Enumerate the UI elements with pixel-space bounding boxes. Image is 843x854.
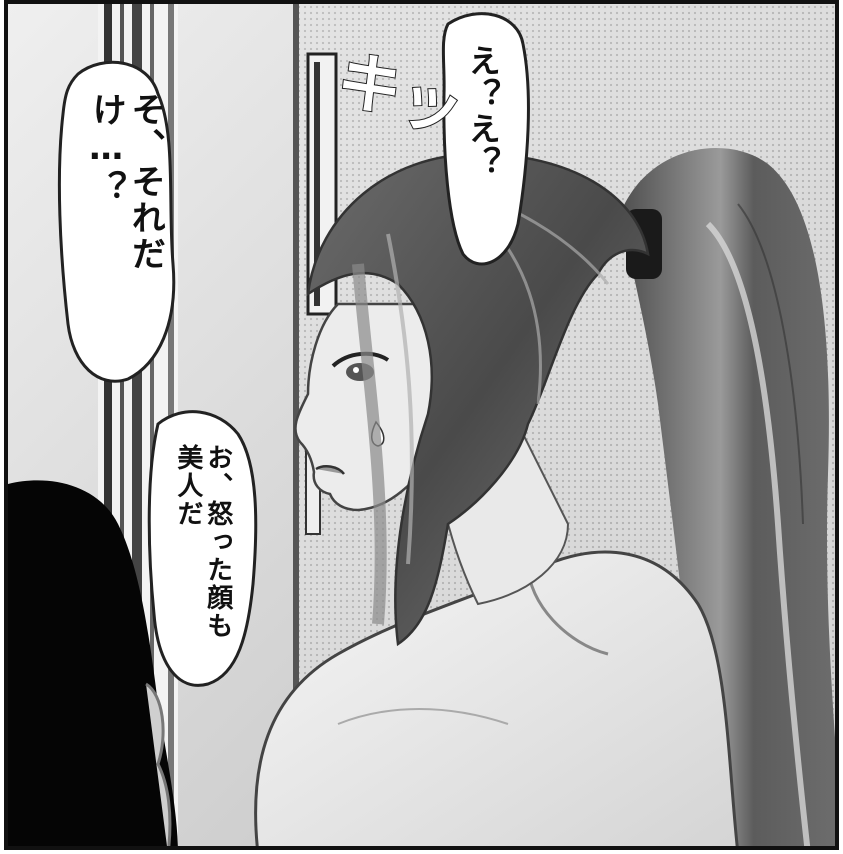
speech-bubble-top: え？え？	[463, 44, 502, 254]
glasses-edge	[145, 682, 172, 846]
mouth	[315, 465, 345, 475]
eyebrow	[331, 351, 390, 368]
foreground-silhouette	[8, 480, 178, 846]
speech-text-middle-line2: 美人だ	[172, 444, 203, 528]
speech-text-top: え？え？	[463, 44, 502, 180]
speech-bubble-left: そ、それだけ…？	[86, 92, 166, 372]
speech-bubble-middle: お、怒った顔も 美人だ	[172, 444, 233, 674]
speech-text-left: そ、それだけ…？	[86, 92, 166, 272]
panel-artwork	[8, 4, 835, 846]
panel-frame: そ、それだけ…？ え？え？ お、怒った顔も 美人だ キッ	[4, 0, 839, 850]
speech-text-middle-line1: お、怒った顔も	[202, 444, 233, 640]
speech-bubble-left-shape	[57, 60, 176, 383]
speech-bubble-middle-shape	[147, 410, 258, 687]
speech-bubble-top-shape	[441, 12, 530, 266]
